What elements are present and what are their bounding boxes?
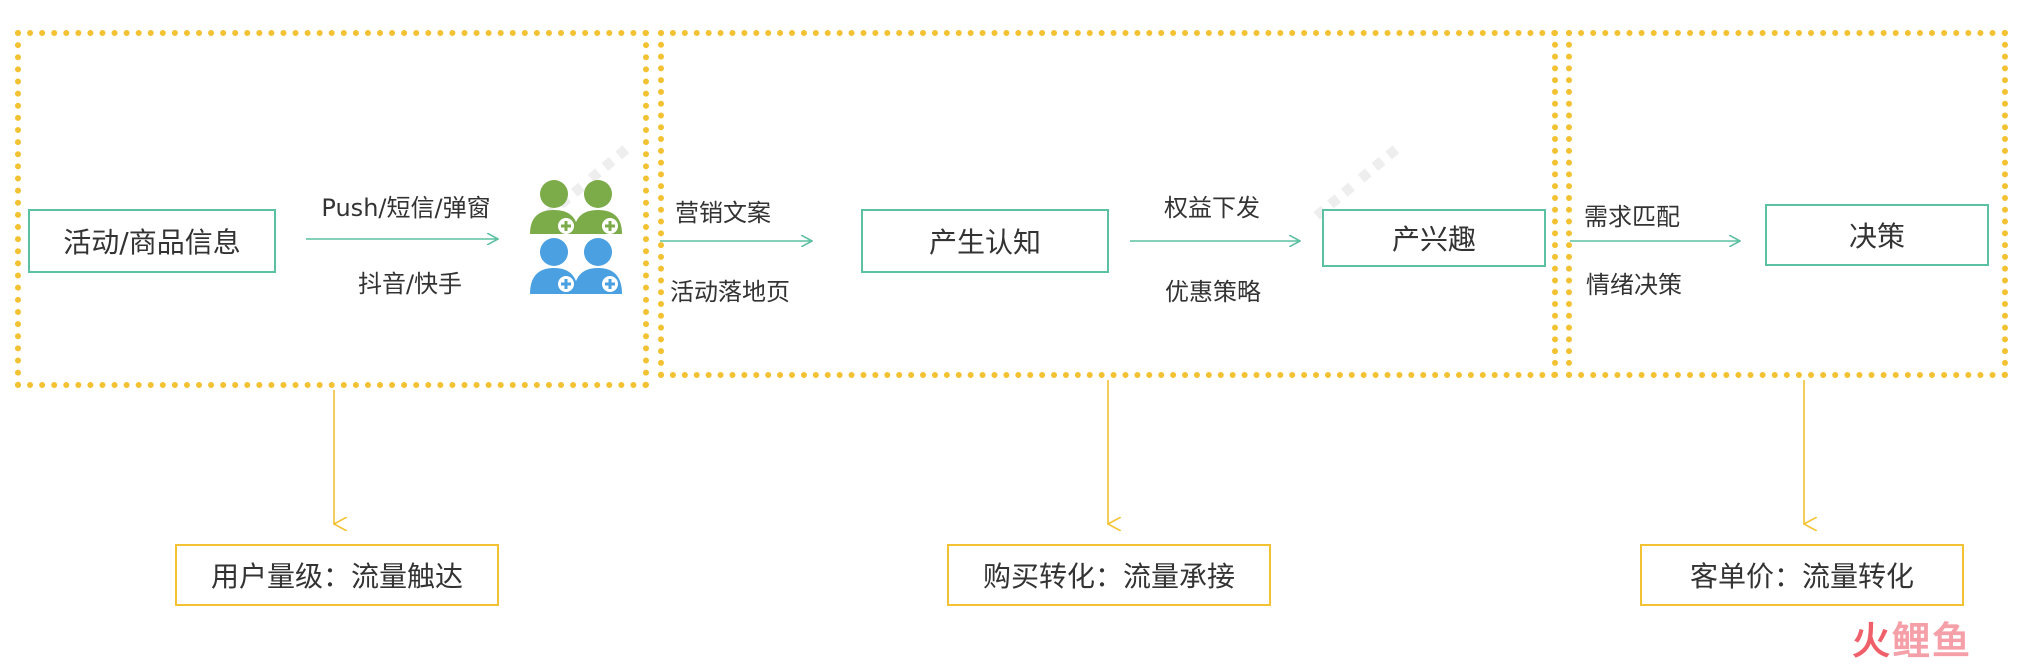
input-label-demand-match: 需求匹配 (1584, 203, 1680, 231)
channel-label-douyin: 抖音/快手 (357, 270, 463, 298)
brand-logo-part2: 鲤鱼 (1892, 619, 1973, 663)
node-awareness: 产生认知 (861, 209, 1109, 273)
stage-1-frame (15, 30, 649, 388)
user-icon-green-1 (530, 180, 578, 234)
mid-label-discount: 优惠策略 (1165, 278, 1261, 306)
user-icon-blue-1 (530, 238, 578, 294)
node-decision: 决策 (1765, 204, 1989, 266)
user-icon-blue-2 (574, 238, 622, 294)
result-unit-price: 客单价：流量转化 (1640, 544, 1964, 606)
channel-label-push: Push/短信/弹窗 (321, 194, 491, 222)
node-interest: 产兴趣 (1322, 209, 1546, 267)
stage-3-frame (1566, 30, 2008, 378)
input-label-emotional-decision: 情绪决策 (1586, 271, 1682, 299)
mid-label-benefits: 权益下发 (1164, 194, 1260, 222)
users-group-icon (530, 180, 622, 294)
input-label-marketing-copy: 营销文案 (675, 199, 771, 227)
brand-logo-part1: 火 (1852, 619, 1893, 663)
user-icon-green-2 (574, 180, 622, 234)
brand-logo: 火鲤鱼 (1852, 610, 1972, 665)
result-user-reach: 用户量级：流量触达 (175, 544, 499, 606)
result-purchase-conversion: 购买转化：流量承接 (947, 544, 1271, 606)
node-activity-info: 活动/商品信息 (28, 209, 276, 273)
stage-2-frame (658, 30, 1558, 378)
input-label-landing-page: 活动落地页 (670, 278, 790, 306)
